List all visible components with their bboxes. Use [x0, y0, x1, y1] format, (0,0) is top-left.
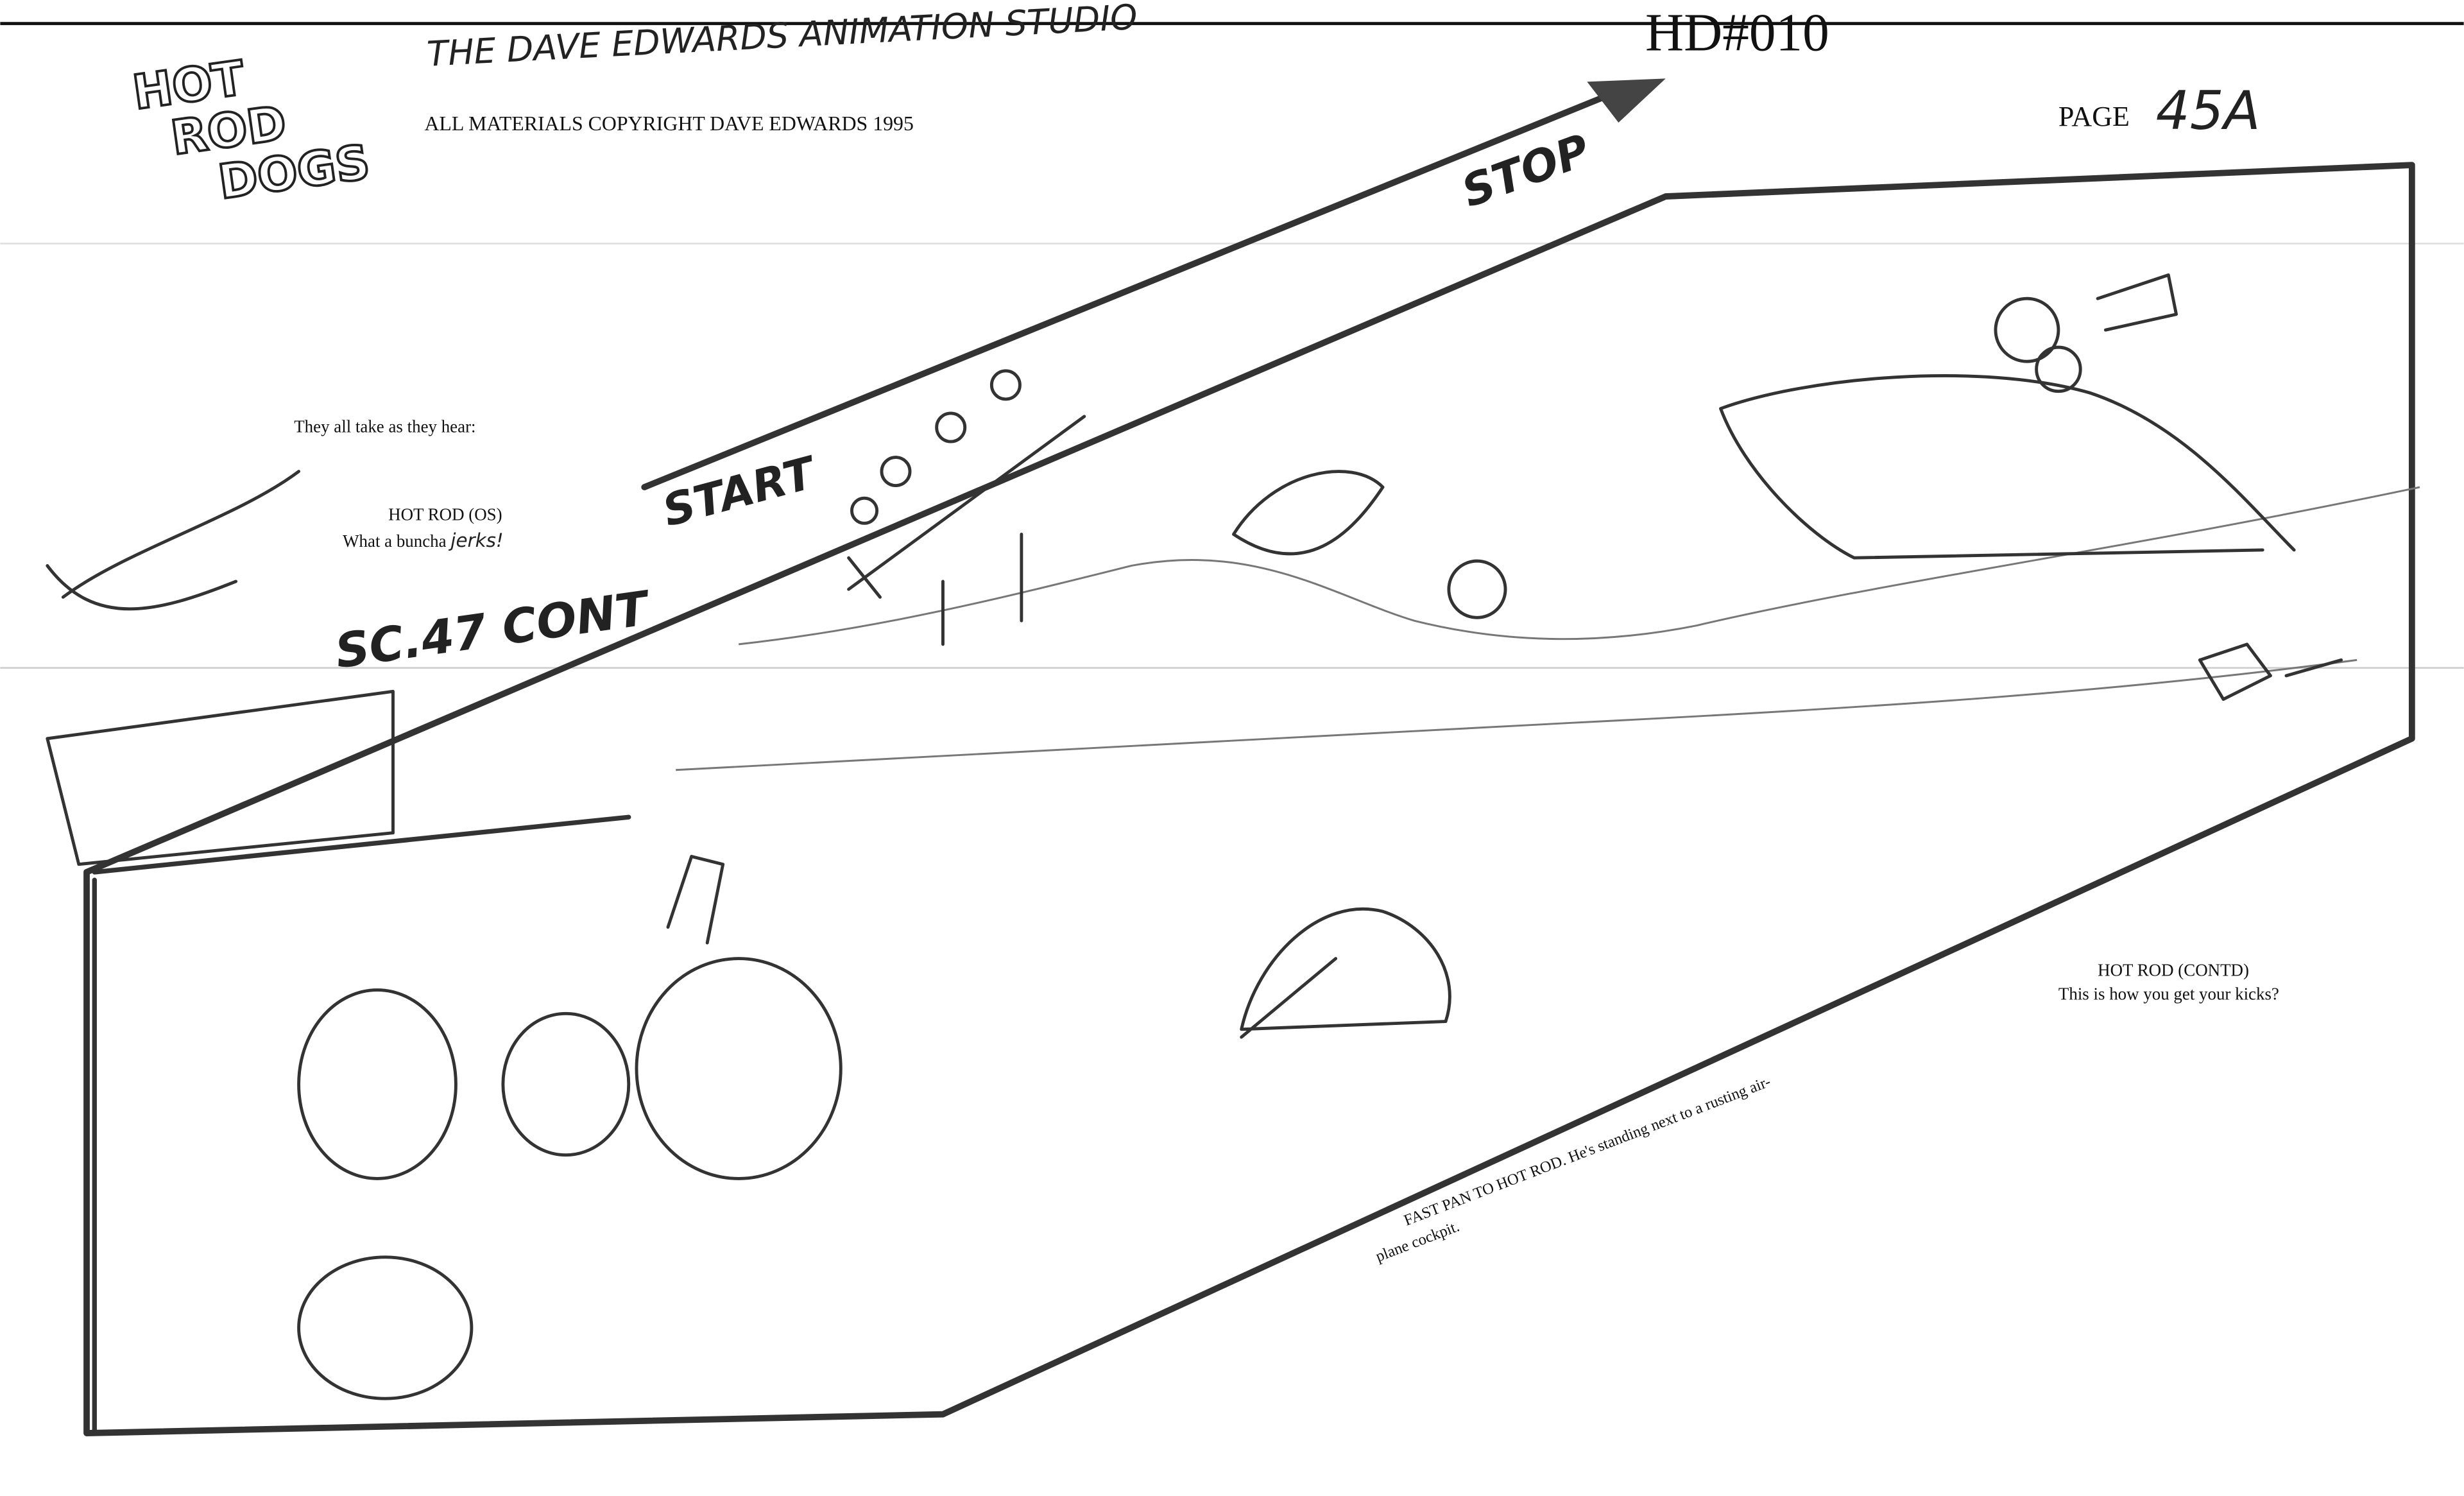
- pan-start-label: START: [658, 447, 823, 537]
- page-label: PAGE: [2058, 101, 2130, 132]
- copyright-text: ALL MATERIALS COPYRIGHT DAVE EDWARDS 199…: [424, 112, 913, 135]
- dialogue-line: This is how you get your kicks?: [2058, 984, 2279, 1003]
- page-number: 45A: [2156, 80, 2261, 142]
- arrow-head-icon: [1587, 78, 1666, 123]
- pan-stop-label: STOP: [1455, 125, 1596, 218]
- episode-number: HD#010: [1645, 3, 1829, 62]
- pan-arrow: [641, 88, 1622, 490]
- action-note: FAST PAN TO HOT ROD. He's standing next …: [1373, 1073, 1773, 1266]
- dialogue-speaker: HOT ROD (CONTD): [2098, 961, 2249, 980]
- action-text: They all take as they hear:: [294, 417, 475, 436]
- action-note-line: FAST PAN TO HOT ROD. He's standing next …: [1401, 1073, 1773, 1230]
- dialogue-line: What a buncha jerks!: [343, 529, 504, 551]
- studio-title: THE DAVE EDWARDS ANIMATION STUDIO: [426, 0, 1138, 74]
- dialogue-line-print: What a buncha: [343, 531, 447, 551]
- panel-border: [83, 162, 2415, 1436]
- hot-rod-dogs-logo: HOT ROD DOGS: [128, 49, 374, 211]
- dialogue-line-hand: jerks!: [448, 529, 503, 551]
- scene-number: SC.47 CONT: [332, 581, 654, 679]
- dialogue-speaker: HOT ROD (OS): [388, 504, 502, 524]
- sketch-drawing: [46, 273, 2420, 1432]
